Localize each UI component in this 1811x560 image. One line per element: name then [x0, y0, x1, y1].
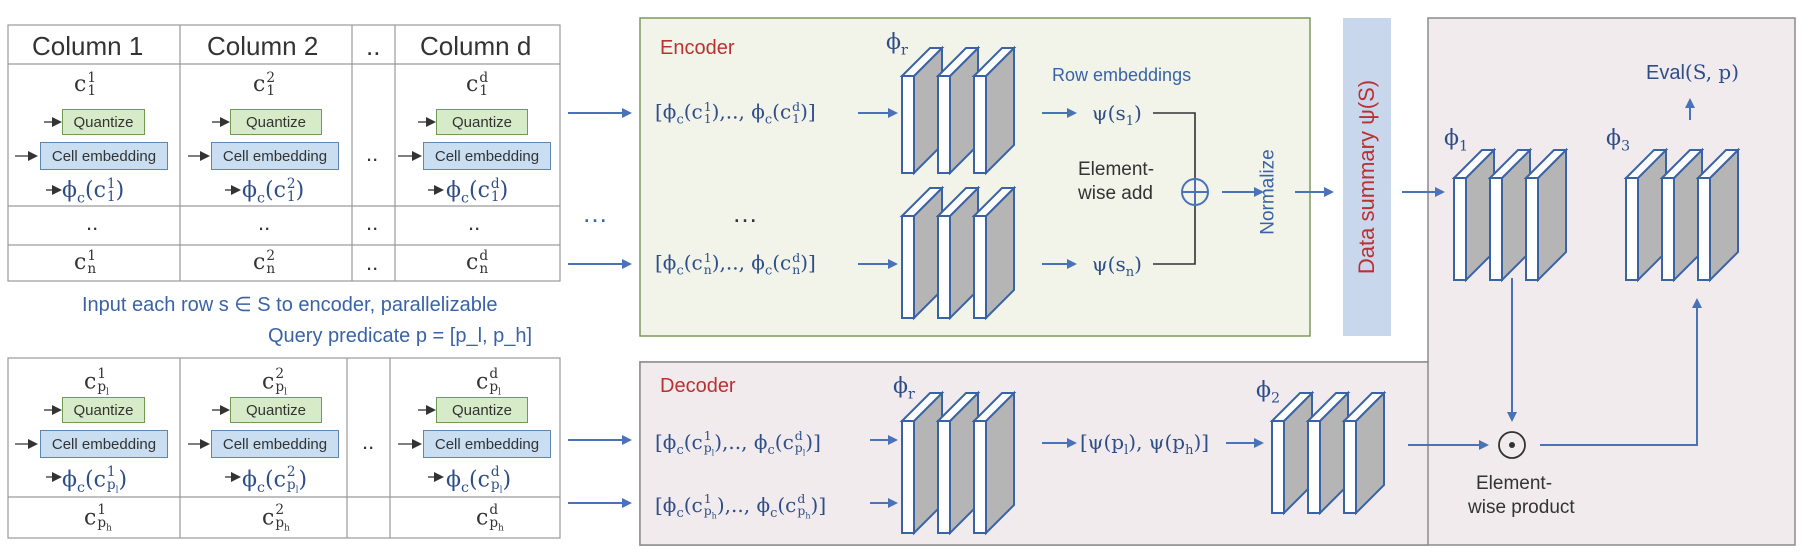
elementwise-add-label-1: Element-: [1078, 159, 1155, 180]
quantize-box-b1: Quantize: [62, 397, 145, 423]
row-dots-1: ..: [86, 210, 99, 235]
phi-r-decoder: ϕr: [893, 374, 915, 403]
encoder-stack-n: [899, 185, 1017, 321]
phi1-stack-slab-front: [1453, 177, 1467, 281]
encoder-stack-1-slab-front: [973, 75, 987, 174]
row-dots-3: ..: [366, 210, 379, 235]
cell-dots-last: ..: [366, 250, 379, 275]
elementwise-product-label-1: Element-: [1476, 473, 1553, 494]
quantize-box-b2: Quantize: [230, 397, 322, 423]
cell-dots-bottom: ..: [362, 429, 375, 454]
col-header-2: Column 2: [207, 31, 319, 61]
decoder-stack-slab-front: [901, 420, 915, 534]
phi1-stack: [1451, 147, 1569, 283]
quantize-box-bd: Quantize: [436, 397, 528, 423]
phi3-stack-slab-front: [1697, 177, 1711, 281]
cell-embedding-box-1: Cell embedding: [40, 142, 168, 170]
phi2-stack-slab-front: [1271, 420, 1285, 514]
phi3-stack-slab-front: [1625, 177, 1639, 281]
flow-arrows: [568, 98, 1695, 508]
encoder-stack-n-slab-front: [973, 215, 987, 319]
decoder-stack: [899, 390, 1017, 536]
psi-pl-ph: [ψ(pl), ψ(ph)]: [1080, 430, 1210, 458]
elementwise-add-label-2: wise add: [1078, 183, 1153, 204]
col-header-1: Column 1: [32, 31, 144, 61]
col-header-d: Column d: [420, 31, 532, 61]
encoder-stack-n-slab-front: [937, 215, 951, 319]
encoder-stack-1-slab-front: [937, 75, 951, 174]
data-summary-label: Data summary ψ(S): [1354, 79, 1379, 275]
phi-r-encoder: ϕr: [886, 30, 908, 59]
elementwise-product-label-2: wise product: [1468, 497, 1575, 518]
phi1-stack-slab-front: [1525, 177, 1539, 281]
phi2-stack-slab-front: [1343, 420, 1357, 514]
col-header-dots: ..: [366, 31, 381, 61]
elementwise-add-symbol: [1181, 178, 1209, 206]
eval-label: Eval(S, p): [1646, 60, 1740, 84]
decoder-stack-slab-front: [973, 420, 987, 534]
cell-embedding-box-bd: Cell embedding: [423, 430, 551, 458]
row-dots-4: ..: [468, 210, 481, 235]
phi2-stack-slab-front: [1307, 420, 1321, 514]
encoder-title: Encoder: [660, 37, 735, 59]
cell-embedding-box-b1: Cell embedding: [40, 430, 168, 458]
encoder-stack-1-slab-front: [901, 75, 915, 174]
ellipsis-mid: …: [732, 198, 758, 228]
phi3-stack-slab-front: [1661, 177, 1675, 281]
caption-input-rows: Input each row s ∈ S to encoder, paralle…: [82, 294, 498, 316]
psi-sn: ψ(sn): [1092, 252, 1142, 280]
phi-3: ϕ3: [1606, 126, 1631, 155]
phi2-stack: [1269, 390, 1387, 516]
cell-embedding-box-d: Cell embedding: [423, 142, 551, 170]
quantize-box-2: Quantize: [230, 109, 322, 135]
elementwise-product-symbol: [1498, 431, 1526, 459]
decoder-stack-slab-front: [937, 420, 951, 534]
psi-s1: ψ(s1): [1092, 101, 1142, 129]
layer-stacks: [899, 45, 1741, 536]
caption-query-predicate: Query predicate p = [p_l, p_h]: [268, 325, 533, 347]
row-dots-2: ..: [258, 210, 271, 235]
quantize-box-1: Quantize: [62, 109, 145, 135]
phi-1: ϕ1: [1444, 126, 1469, 155]
ellipsis-left: …: [582, 198, 608, 228]
encoder-stack-n-slab-front: [901, 215, 915, 319]
cell-dots-mid: ..: [366, 141, 379, 166]
cell-embedding-box-2: Cell embedding: [211, 142, 339, 170]
phi1-stack-slab-front: [1489, 177, 1503, 281]
quantize-box-d: Quantize: [436, 109, 528, 135]
decoder-title: Decoder: [660, 375, 736, 397]
row-embeddings-label: Row embeddings: [1052, 65, 1192, 85]
add-bracket: [1153, 112, 1196, 265]
cell-embedding-box-b2: Cell embedding: [211, 430, 339, 458]
phi-2: ϕ2: [1256, 378, 1281, 407]
phi3-stack: [1623, 147, 1741, 283]
normalize-label: Normalize: [1257, 149, 1279, 235]
table-small-arrows: [15, 117, 444, 482]
data-summary-bar: [1343, 18, 1391, 336]
encoder-stack-1: [899, 45, 1017, 176]
